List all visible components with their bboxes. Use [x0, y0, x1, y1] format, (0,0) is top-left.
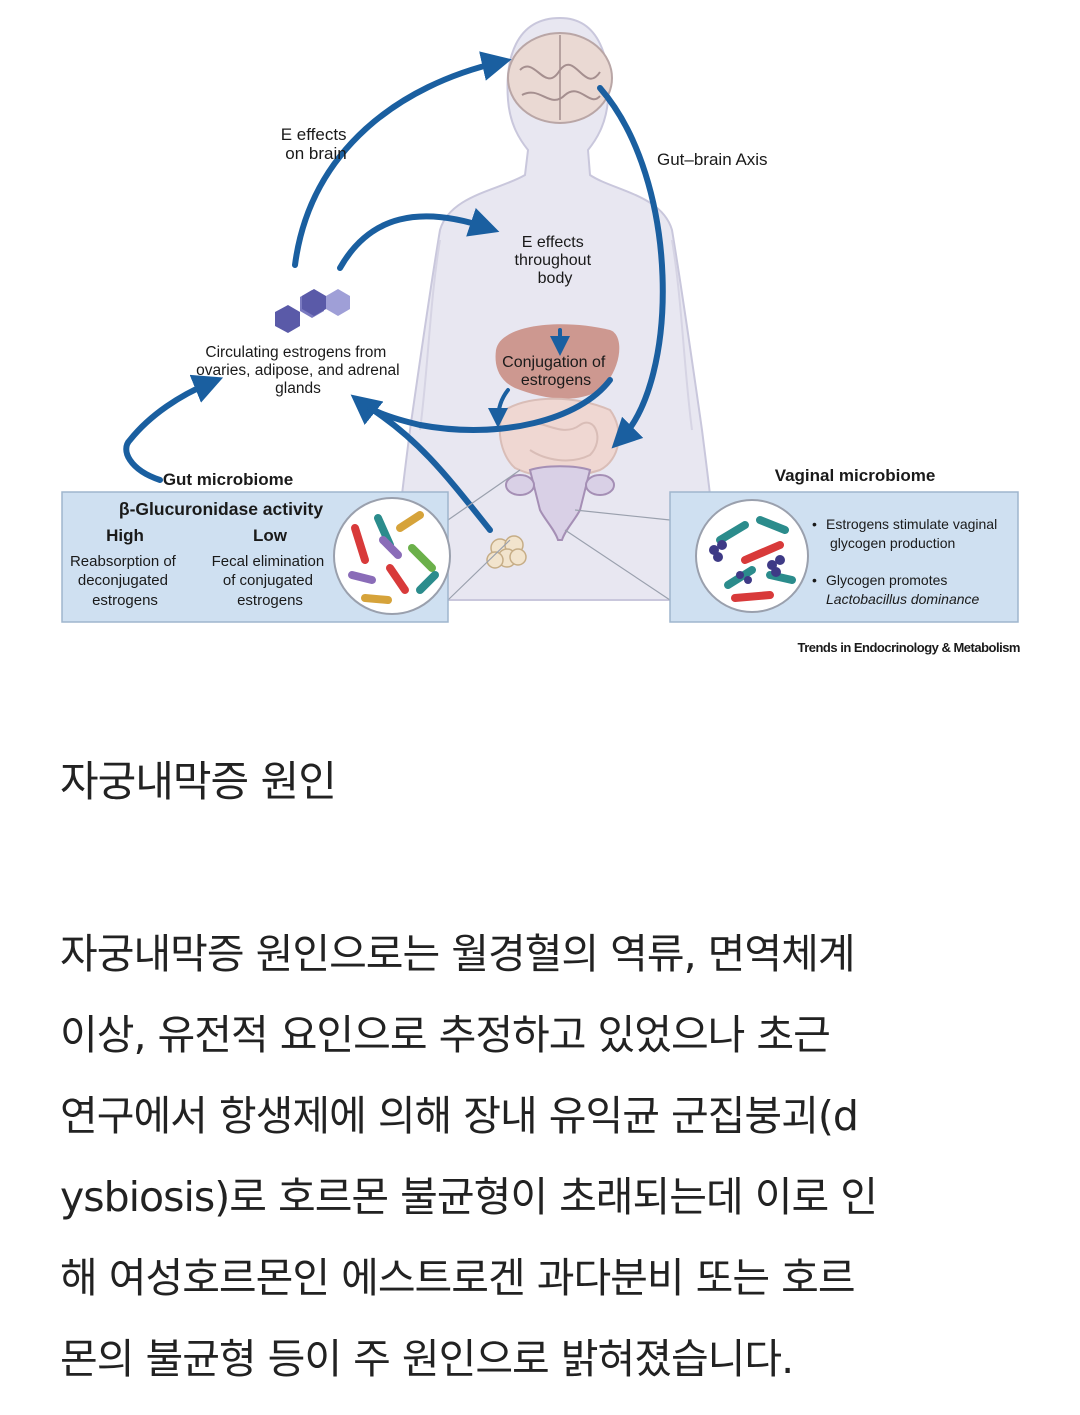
adipose-icon: [486, 535, 527, 569]
label-e-effects-brain: E effects on brain: [281, 125, 352, 163]
label-vaginal-bullet-1: • Estrogens stimulate vaginal glycogen p…: [812, 516, 1001, 551]
label-vaginal-microbiome: Vaginal microbiome: [775, 466, 936, 485]
paragraph-line: 연구에서 항생제에 의해 장내 유익균 군집붕괴(d: [60, 1092, 859, 1140]
label-low-desc: Fecal elimination of conjugated estrogen…: [212, 553, 329, 609]
label-gut-brain-axis: Gut–brain Axis: [657, 150, 768, 169]
article-paragraph: 자궁내막증 원인으로는 월경혈의 역류, 면역체계 이상, 유전적 요인으로 추…: [60, 914, 1020, 1400]
intestines-icon: [498, 397, 620, 479]
body-silhouette: [390, 16, 722, 601]
vaginal-microbiome-box: [669, 491, 1019, 623]
paragraph-line: ysbiosis)로 호르몬 불균형이 초래되는데 이로 인: [60, 1173, 878, 1221]
gut-microbiome-box: [61, 491, 451, 623]
label-high: High: [106, 526, 144, 545]
label-low: Low: [253, 526, 288, 545]
paragraph-line: 이상, 유전적 요인으로 추정하고 있었으나 초근: [60, 1011, 831, 1059]
figure-source-credit: Trends in Endocrinology & Metabolism: [797, 640, 1020, 655]
label-glucuronidase: β-Glucuronidase activity: [119, 499, 323, 519]
label-conjugation: Conjugation of estrogens: [502, 354, 610, 389]
connector-lines: [447, 469, 671, 601]
label-vaginal-bullet-2: • Glycogen promotes Lactobacillus domina…: [812, 572, 980, 607]
paragraph-line: 해 여성호르몬인 에스트로겐 과다분비 또는 호르: [60, 1254, 856, 1302]
section-heading: 자궁내막증 원인: [60, 757, 337, 806]
uterus-icon: [505, 465, 615, 541]
endometriosis-hormone-diagram: E effects on brain Gut–brain Axis E effe…: [61, 16, 1021, 655]
paragraph-line: 자궁내막증 원인으로는 월경혈의 역류, 면역체계: [60, 930, 856, 978]
estrogen-molecule-icon: [275, 289, 350, 333]
pathway-arrows: [123, 51, 666, 533]
paragraph-line: 몬의 불균형 등이 주 원인으로 밝혀졌습니다.: [60, 1335, 794, 1383]
label-e-effects-body: E effects throughout body: [515, 234, 596, 287]
label-high-desc: Reabsorption of deconjugated estrogens: [70, 553, 180, 609]
liver-icon: [495, 324, 620, 399]
label-circulating-estrogens: Circulating estrogens from ovaries, adip…: [196, 344, 404, 397]
label-gut-microbiome: Gut microbiome: [163, 470, 293, 489]
brain-icon: [507, 32, 613, 124]
